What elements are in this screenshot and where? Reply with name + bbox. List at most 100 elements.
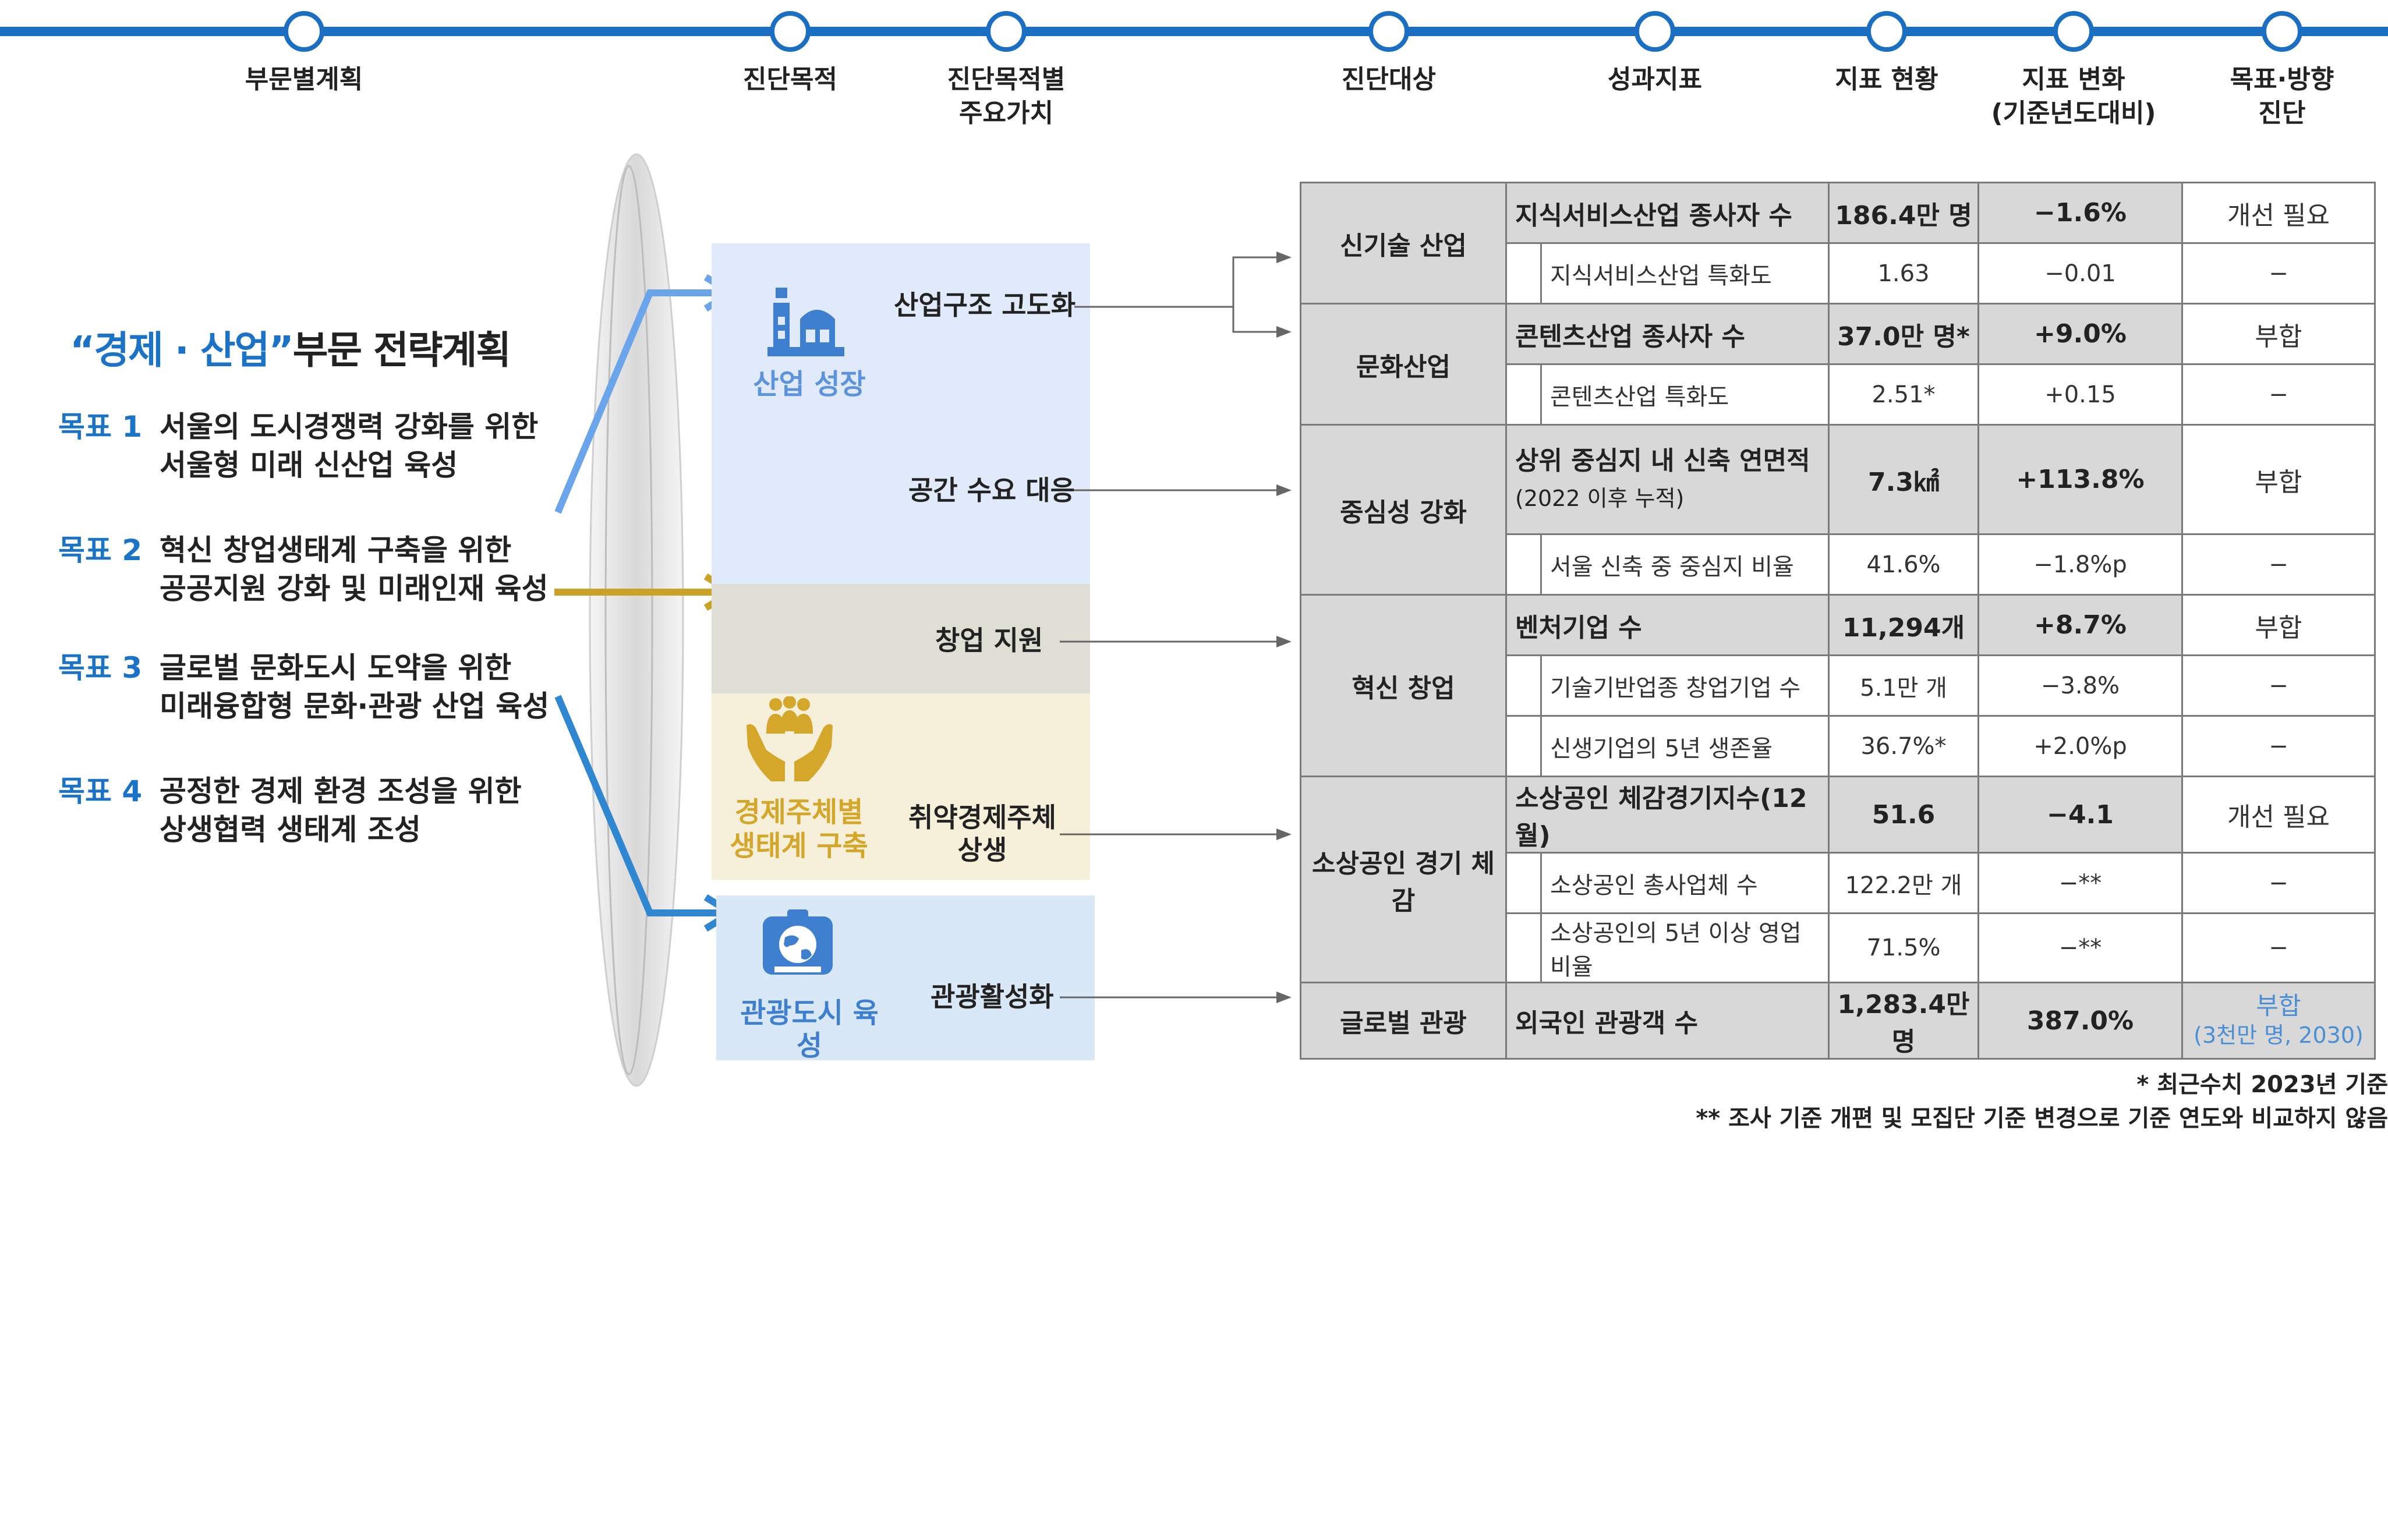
timeline-node [1635, 11, 1675, 52]
change-cell: −3.8% [1977, 654, 2183, 717]
timeline-label-change: 지표 변화 (기준년도대비) [1991, 65, 2156, 128]
timeline-label-indicator: 성과지표 [1608, 65, 1702, 94]
timeline-node [986, 11, 1027, 52]
title-suffix: 부문 전략계획 [292, 328, 511, 373]
change-cell: +2.0%p [1977, 715, 2183, 777]
table-row: 서울 신축 중 중심지 비율 41.6% −1.8%p − [1301, 533, 2376, 596]
table-row: 기술기반업종 창업기업 수 5.1만 개 −3.8% − [1301, 654, 2376, 717]
indicator-cell: 지식서비스산업 종사자 수 [1505, 182, 1830, 244]
status-cell: 41.6% [1828, 533, 1979, 596]
value-tourism: 관광활성화 [931, 981, 1054, 1012]
indicator-note: (2022 이후 누적) [1515, 485, 1685, 511]
direction-cell: 개선 필요 [2181, 182, 2376, 244]
status-cell: 5.1만 개 [1828, 654, 1979, 717]
indicator-cell: 지식서비스산업 특화도 [1540, 242, 1830, 305]
goal-number: 목표 2 [58, 533, 143, 567]
connector-structure [1074, 256, 1287, 308]
change-cell: −1.6% [1977, 182, 2183, 244]
globe-suitcase-icon [763, 909, 833, 975]
direction-cell: 부합 (3천만 명, 2030) [2181, 982, 2376, 1060]
change-cell: −** [1977, 912, 2183, 983]
indicator-cell: 외국인 관광객 수 [1505, 982, 1830, 1060]
status-cell: 37.0만 명* [1828, 303, 1979, 365]
status-cell: 7.3㎢ [1828, 424, 1979, 535]
table-row: 소상공인 경기 체감 소상공인 체감경기지수(12월) 51.6 −4.1 개선… [1300, 776, 2376, 983]
goal-line1: 혁신 창업생태계 구축을 위한 [160, 533, 512, 567]
goal-line2: 미래융합형 문화·관광 산업 육성 [160, 689, 550, 723]
value-structure: 산업구조 고도화 [894, 289, 1076, 321]
direction-cell: 개선 필요 [2181, 776, 2376, 854]
change-cell: −0.01 [1977, 242, 2183, 305]
indicator-cell: 벤처기업 수 [1505, 594, 1830, 656]
goal-number: 목표 1 [58, 410, 143, 444]
table-row: 혁신 창업 벤처기업 수 11,294개 +8.7% 부합 [1300, 594, 2376, 777]
group-centrality: 중심성 강화 [1300, 424, 1507, 596]
indicator-main-text: 상위 중심지 내 신축 연면적 [1515, 445, 1810, 476]
footnote-1: * 최근수치 2023년 기준 [2136, 1071, 2388, 1098]
direction-cell: − [2181, 654, 2376, 717]
goal-2: 목표 2 혁신 창업생태계 구축을 위한 공공지원 강화 및 미래인재 육성 [58, 531, 549, 608]
band-startup [712, 584, 1090, 693]
indent-cell [1505, 912, 1542, 983]
direction-note: (3천만 명, 2030) [2194, 1022, 2364, 1048]
factory-icon [767, 288, 844, 356]
table-row: 콘텐츠산업 특화도 2.51* +0.15 − [1301, 363, 2376, 426]
timeline-line [0, 27, 2388, 36]
arrowhead [1276, 484, 1292, 496]
timeline-label-direction: 목표·방향 진단 [2230, 65, 2334, 128]
table-row: 문화산업 콘텐츠산업 종사자 수 37.0만 명* +9.0% 부합 [1300, 303, 2376, 426]
change-cell: −** [1977, 852, 2183, 914]
band-industry-growth [712, 243, 1090, 584]
value-vulnerable: 취약경제주체 상생 [908, 802, 1056, 866]
timeline-label-sector-plan: 부문별계획 [245, 65, 363, 94]
goal-line2: 상생협력 생태계 조성 [160, 813, 421, 847]
arrowhead [1276, 636, 1292, 647]
change-cell: 387.0% [1977, 982, 2183, 1060]
title-quote-close: ” [268, 328, 293, 373]
table-row: 신생기업의 5년 생존율 36.7%* +2.0%p − [1301, 715, 2376, 777]
timeline-label-key-value: 진단목적별 주요가치 [947, 65, 1066, 128]
status-cell: 51.6 [1828, 776, 1979, 854]
indent-cell [1505, 363, 1542, 426]
change-cell: +8.7% [1977, 594, 2183, 656]
direction-cell: − [2181, 363, 2376, 426]
indicator-cell: 소상공인 총사업체 수 [1540, 852, 1830, 914]
table-row: 글로벌 관광 외국인 관광객 수 1,283.4만 명 387.0% 부합 (3… [1300, 982, 2376, 1060]
group-innovation-startup: 혁신 창업 [1300, 594, 1507, 777]
direction-cell: − [2181, 533, 2376, 596]
change-cell: +0.15 [1977, 363, 2183, 426]
goal-line2: 서울형 미래 신산업 육성 [160, 448, 458, 482]
goal-line1: 공정한 경제 환경 조성을 위한 [160, 774, 522, 808]
change-cell: +113.8% [1977, 424, 2183, 535]
status-cell: 71.5% [1828, 912, 1979, 983]
timeline-label-status: 지표 현황 [1835, 65, 1938, 94]
goal-number: 목표 4 [58, 774, 143, 808]
change-cell: +9.0% [1977, 303, 2183, 365]
arrowhead [1276, 829, 1292, 840]
direction-cell: − [2181, 242, 2376, 305]
change-cell: −4.1 [1977, 776, 2183, 854]
arrowhead [1276, 992, 1292, 1003]
footnote-2: ** 조사 기준 개편 및 모집단 기준 변경으로 기준 연도와 비교하지 않음 [1696, 1105, 2388, 1132]
status-cell: 1.63 [1828, 242, 1979, 305]
table-row: 소상공인 총사업체 수 122.2만 개 −** − [1301, 852, 2376, 914]
timeline-node [770, 11, 811, 52]
indent-cell [1505, 654, 1542, 717]
direction-text: 부합 [2256, 992, 2301, 1020]
goal-line2: 공공지원 강화 및 미래인재 육성 [160, 572, 549, 606]
goal-line1: 서울의 도시경쟁력 강화를 위한 [160, 410, 539, 444]
indent-cell [1505, 852, 1542, 914]
table-row: 중심성 강화 상위 중심지 내 신축 연면적 (2022 이후 누적) 7.3㎢… [1300, 424, 2376, 596]
direction-cell: 부합 [2181, 424, 2376, 535]
purpose-ecosystem: 경제주체별 생태계 구축 [730, 796, 868, 862]
status-cell: 2.51* [1828, 363, 1979, 426]
goal-number: 목표 3 [58, 651, 143, 685]
table-row: 신기술 산업 지식서비스산업 종사자 수 186.4만 명 −1.6% 개선 필… [1300, 182, 2376, 305]
indicator-cell: 상위 중심지 내 신축 연면적 (2022 이후 누적) [1505, 424, 1830, 535]
timeline-label-target: 진단대상 [1342, 65, 1436, 94]
direction-cell: − [2181, 912, 2376, 983]
status-cell: 11,294개 [1828, 594, 1979, 656]
indicator-table: 신기술 산업 지식서비스산업 종사자 수 186.4만 명 −1.6% 개선 필… [1300, 182, 2376, 1060]
indicator-cell: 신생기업의 5년 생존율 [1540, 715, 1830, 777]
title-sector: 경제 · 산업 [94, 328, 270, 373]
